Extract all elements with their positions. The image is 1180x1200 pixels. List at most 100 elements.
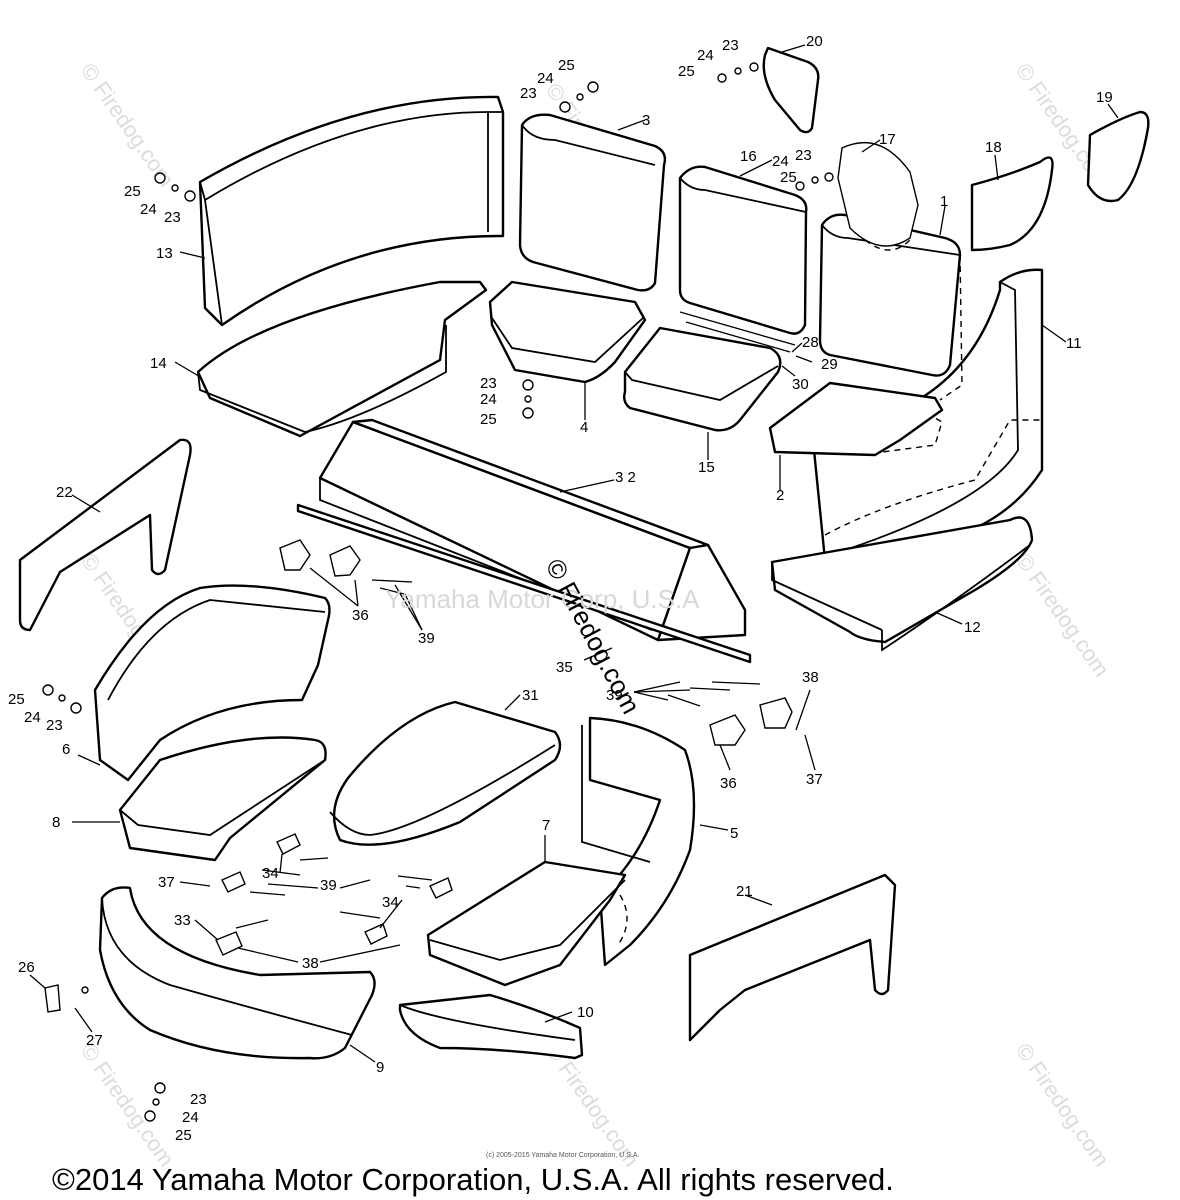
callout-25: 25 (678, 63, 695, 80)
callout-28: 28 (802, 334, 819, 351)
part-36-bracket-c (709, 714, 746, 746)
callout-13: 13 (156, 245, 173, 262)
washer-23-e (522, 379, 534, 391)
watermark-bottom-left: © Firedog.com (76, 1039, 179, 1172)
callout-24: 24 (24, 709, 41, 726)
callout-34: 34 (382, 894, 399, 911)
callout-23: 23 (164, 209, 181, 226)
washer-23-a (184, 190, 196, 202)
callout-32: 3 2 (615, 469, 636, 486)
part-33-block (215, 931, 243, 956)
watermark-top-left: © Firedog.com (76, 59, 179, 192)
part-5-backrest (581, 716, 696, 967)
part-35-rod (296, 503, 752, 664)
callout-2: 2 (776, 487, 784, 504)
callout-5: 5 (730, 825, 738, 842)
callout-19: 19 (1096, 89, 1113, 106)
part-26-clip (44, 984, 61, 1013)
part-34-block-d (364, 923, 388, 945)
nut-25-e (522, 407, 534, 419)
part-21-side-panel (688, 873, 897, 1042)
callout-16: 16 (740, 148, 757, 165)
part-3-back-cushion (518, 113, 667, 292)
part-18-panel (970, 156, 1054, 252)
nut-25-c (717, 73, 727, 83)
part-14-seat-base (196, 280, 488, 438)
callout-37: 37 (806, 771, 823, 788)
callout-23: 23 (520, 85, 537, 102)
nut-25-g (144, 1110, 156, 1122)
part-16-back-cushion (678, 165, 808, 335)
callout-4: 4 (580, 419, 588, 436)
callout-1: 1 (940, 193, 948, 210)
part-4-seat-cushion (488, 280, 647, 384)
callout-25: 25 (124, 183, 141, 200)
callout-24: 24 (140, 201, 157, 218)
callout-8: 8 (52, 814, 60, 831)
hardware-group (42, 62, 834, 1122)
washer-24-d (811, 176, 819, 184)
watermark-bottom-right: © Firedog.com (1011, 1039, 1114, 1172)
callout-36: 36 (720, 775, 737, 792)
callout-25: 25 (175, 1127, 192, 1144)
callout-23: 23 (480, 375, 497, 392)
part-15-seat-cushion (622, 326, 782, 432)
callout-25: 25 (780, 169, 797, 186)
washer-24-f (58, 694, 66, 702)
callout-36: 36 (352, 607, 369, 624)
callout-29: 29 (821, 356, 838, 373)
callout-9: 9 (376, 1059, 384, 1076)
callout-23: 23 (46, 717, 63, 734)
callout-24: 24 (537, 70, 554, 87)
washer-23-b (559, 101, 571, 113)
callout-37: 37 (158, 874, 175, 891)
callout-14: 14 (150, 355, 167, 372)
washer-24-e (524, 395, 532, 403)
part-34-block-a (276, 833, 301, 855)
callout-12: 12 (964, 619, 981, 636)
callout-18: 18 (985, 139, 1002, 156)
callout-6: 6 (62, 741, 70, 758)
callout-25: 25 (480, 411, 497, 428)
callout-24: 24 (480, 391, 497, 408)
nut-25-b (587, 81, 599, 93)
callout-25: 25 (558, 57, 575, 74)
watermark-mid-right: © Firedog.com (1011, 549, 1114, 682)
part-36-bracket-a (279, 539, 311, 571)
callout-30: 30 (792, 376, 809, 393)
leader-lines (29, 44, 1119, 1063)
washer-24-a (171, 184, 179, 192)
callout-17: 17 (879, 131, 896, 148)
washer-23-c (749, 62, 759, 72)
nut-25-a (154, 172, 166, 184)
washer-24-c (734, 67, 742, 75)
part-20-panel (762, 46, 820, 134)
callout-22: 22 (56, 484, 73, 501)
washer-23-d (824, 172, 834, 182)
part-27-screw (81, 986, 89, 994)
callout-20: 20 (806, 33, 823, 50)
part-2-seat-cushion (768, 381, 944, 457)
callout-23: 23 (190, 1091, 207, 1108)
callout-23: 23 (795, 147, 812, 164)
callout-31: 31 (522, 687, 539, 704)
nut-25-f (42, 684, 54, 696)
callout-7: 7 (542, 817, 550, 834)
callout-35: 35 (556, 659, 573, 676)
callout-33: 33 (174, 912, 191, 929)
part-31-oval-cushion (329, 700, 562, 846)
callout-10: 10 (577, 1004, 594, 1021)
washer-23-g (154, 1082, 166, 1094)
part-12-seat-base (770, 516, 1034, 652)
callout-34: 34 (262, 865, 279, 882)
callout-26: 26 (18, 959, 35, 976)
part-1-back-cushion (818, 213, 962, 377)
part-13-backrest (198, 95, 505, 327)
part-9-front-panel (98, 886, 376, 1060)
small-copyright: (c) 2005-2015 Yamaha Motor Corporation, … (486, 1152, 639, 1159)
washer-24-b (576, 93, 584, 101)
footer-copyright: ©2014 Yamaha Motor Corporation, U.S.A. A… (52, 1162, 894, 1197)
washer-23-f (70, 702, 82, 714)
callout-23: 23 (722, 37, 739, 54)
part-8-seat-cushion (118, 736, 327, 862)
